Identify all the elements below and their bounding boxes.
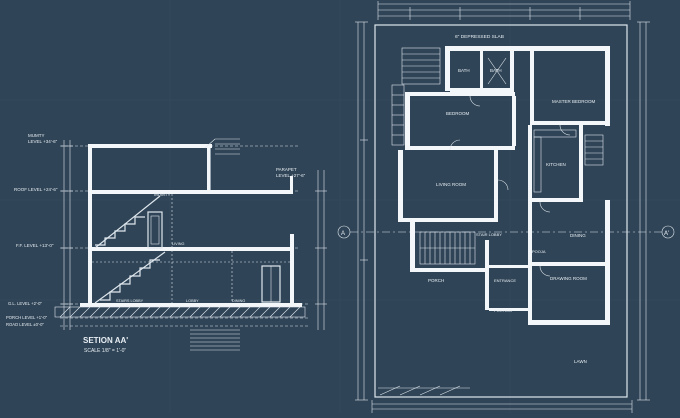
- master-bedroom-label: MASTER BEDROOM: [552, 99, 596, 104]
- section-mark-right: [661, 225, 675, 239]
- porch-label: PORCH: [428, 278, 444, 283]
- plan-top-steps: [401, 47, 441, 85]
- plan-stairs: [419, 231, 476, 265]
- gl-level-label: G.L. LEVEL +2'-0": [8, 301, 42, 306]
- plot-boundary: [374, 24, 628, 398]
- section-notes-lines: [190, 329, 240, 351]
- section-dimension-left: [61, 140, 73, 330]
- mumty-level-label: MUMTY: [28, 133, 45, 138]
- section-stairs: [94, 195, 166, 304]
- kitchen-counter: [533, 129, 577, 193]
- mumty-room-label: MUMTY: [154, 192, 171, 197]
- living-label: LIVING: [172, 242, 184, 246]
- porch-level-label: PORCH LEVEL +1'-0": [6, 315, 48, 320]
- roof-level-label: ROOF LEVEL +24'-6": [14, 187, 58, 192]
- door-swings: [449, 95, 571, 277]
- ground-slab: [80, 303, 302, 307]
- plan-left-steps: [391, 84, 405, 146]
- bath-1-label: BATH: [458, 68, 470, 73]
- section-dimension-right: [315, 170, 327, 330]
- section-callout-lines: [204, 138, 240, 155]
- section-mark-left: [337, 225, 351, 239]
- dining-room-label: DINING: [570, 233, 586, 238]
- bath-2-label: BATH: [490, 68, 502, 73]
- right-wall: [290, 234, 294, 304]
- section-mark-right-label: A': [664, 231, 669, 237]
- roof-slab: [88, 190, 293, 194]
- section-door-panel: [150, 215, 160, 245]
- plan-side-steps: [584, 134, 604, 166]
- driveway-gate: [378, 385, 470, 396]
- lobby-label: LOBBY: [186, 299, 199, 303]
- pooja-label: POOJA: [532, 249, 546, 254]
- section-scale: SCALE 1/8" = 1'-0": [84, 348, 126, 354]
- plan-dimensions-right: [637, 21, 650, 401]
- section-mark-left-label: A: [341, 231, 345, 237]
- section-title: SETION AA': [83, 336, 128, 345]
- stairs-lobby-label: STAIRS LOBBY: [116, 299, 144, 303]
- parapet-wall: [290, 176, 293, 192]
- bath-fixture: [487, 57, 507, 85]
- ff-level-label: F.F. LEVEL +13'-0": [16, 243, 54, 248]
- plan-dimensions-bottom: [371, 400, 633, 413]
- floor-plan: A A': [337, 1, 675, 413]
- foundation-band: [54, 306, 306, 318]
- lawn-label: LAWN: [574, 359, 587, 364]
- mumty-roof-slab: [88, 144, 212, 148]
- plan-walls: [398, 46, 610, 325]
- bedroom-label: BEDROOM: [446, 111, 470, 116]
- drawing-room-label: DRAWING ROOM: [550, 276, 587, 281]
- stair-lobby-label: STAIR LOBBY: [476, 232, 502, 237]
- left-wall: [88, 148, 92, 303]
- section-aa: MUMTY LEVEL +34'-6" ROOF LEVEL +24'-6" F…: [6, 133, 327, 354]
- parapet-label: PARAPET: [276, 167, 297, 172]
- section-door: [147, 211, 163, 249]
- mumty-walls: [89, 145, 211, 193]
- level-lines: [60, 145, 310, 327]
- section-hidden-lines: [92, 194, 290, 303]
- parapet-level-label: LEVEL +27'-6": [276, 173, 306, 178]
- portico-label: PORTICO: [494, 308, 512, 313]
- depressed-slab-label: 6" DEPRESSED SLAB: [455, 34, 504, 40]
- plan-dimensions-left: [355, 21, 368, 401]
- mid-wall: [207, 148, 210, 192]
- plan-dimensions-top: [377, 1, 631, 20]
- dining-label: DINING: [232, 299, 245, 303]
- first-floor-slab: [88, 247, 293, 251]
- living-room-label: LIVING ROOM: [436, 182, 466, 187]
- entrance-label: ENTRANCE: [494, 278, 516, 283]
- kitchen-label: KITCHEN: [546, 162, 566, 167]
- mumty-level-value: LEVEL +34'-6": [28, 139, 58, 144]
- road-level-label: ROAD LEVEL ±0'-0": [6, 322, 44, 327]
- foundation-hatch: [59, 306, 301, 318]
